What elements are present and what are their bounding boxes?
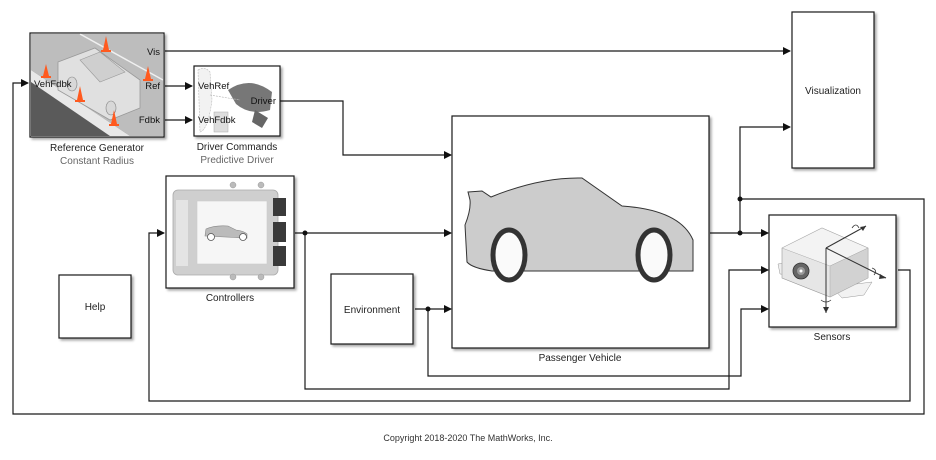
port-label-vehfdbk-in: VehFdbk bbox=[198, 115, 236, 126]
block-sensors[interactable] bbox=[768, 214, 897, 328]
car-icon bbox=[464, 177, 694, 283]
block-driver-commands[interactable]: VehRef VehFdbk Driver bbox=[193, 65, 281, 137]
help-label: Help bbox=[85, 302, 106, 313]
controllers-label: Controllers bbox=[206, 293, 254, 304]
driver-icon bbox=[197, 68, 272, 133]
junction-dot bbox=[425, 306, 431, 312]
wire-vehicle-feedback-to-refgen[interactable] bbox=[12, 79, 925, 415]
reference-generator-variant: Constant Radius bbox=[60, 156, 134, 167]
sensors-label: Sensors bbox=[814, 332, 851, 343]
block-environment[interactable]: Environment bbox=[330, 273, 414, 345]
block-reference-generator[interactable]: Vis Ref Fdbk VehFdbk bbox=[29, 32, 165, 138]
port-label-driver: Driver bbox=[251, 96, 276, 107]
port-label-fdbk: Fdbk bbox=[139, 115, 160, 126]
environment-label: Environment bbox=[344, 305, 400, 316]
wire-driver-to-vehicle[interactable] bbox=[280, 100, 452, 159]
driver-commands-variant: Predictive Driver bbox=[200, 155, 274, 166]
port-label-vehref: VehRef bbox=[198, 81, 230, 92]
junction-dot bbox=[302, 230, 308, 236]
passenger-vehicle-label: Passenger Vehicle bbox=[539, 353, 622, 364]
block-controllers[interactable] bbox=[165, 175, 295, 289]
visualization-label: Visualization bbox=[805, 86, 861, 97]
block-passenger-vehicle[interactable] bbox=[451, 115, 710, 349]
wire-environment-to-sensors[interactable] bbox=[427, 305, 769, 377]
wire-sensors-to-controllers[interactable] bbox=[148, 229, 911, 402]
road-scene-icon bbox=[31, 33, 164, 136]
port-label-ref: Ref bbox=[145, 81, 160, 92]
sensor-unit-icon bbox=[777, 224, 887, 313]
junction-dot bbox=[737, 196, 743, 202]
copyright-text: Copyright 2018-2020 The MathWorks, Inc. bbox=[383, 433, 552, 443]
signal-lines bbox=[12, 47, 925, 415]
block-help[interactable]: Help bbox=[58, 274, 132, 339]
port-label-vehfdbk: VehFdbk bbox=[34, 79, 72, 90]
driver-commands-label: Driver Commands bbox=[197, 142, 278, 153]
reference-generator-label: Reference Generator bbox=[50, 143, 145, 154]
junction-dot bbox=[737, 230, 743, 236]
ecu-icon bbox=[172, 181, 286, 281]
port-label-vis: Vis bbox=[147, 47, 160, 58]
block-visualization[interactable]: Visualization bbox=[791, 11, 875, 169]
wire-controllers-to-sensors[interactable] bbox=[304, 233, 769, 390]
